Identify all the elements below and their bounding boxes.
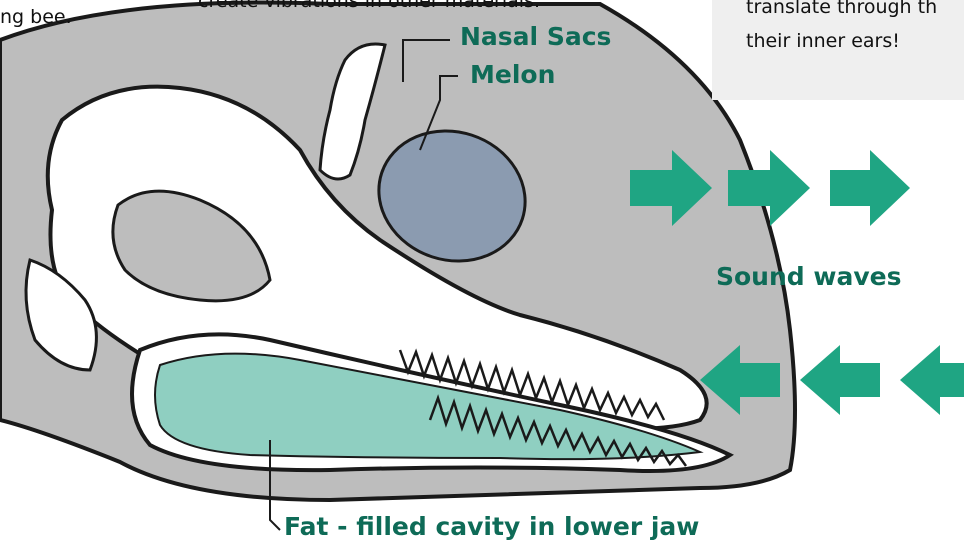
outgoing-sound-arrows (630, 150, 910, 226)
label-nasal-sacs: Nasal Sacs (460, 22, 611, 51)
label-fat-filled-cavity: Fat - filled cavity in lower jaw (284, 512, 699, 541)
returning-arrow-2 (800, 345, 880, 415)
outgoing-arrow-3 (830, 150, 910, 226)
callout-line-1: translate through th (746, 0, 937, 18)
label-melon: Melon (470, 60, 555, 89)
label-sound-waves: Sound waves (716, 262, 901, 291)
callout-line-2: their inner ears! (746, 30, 900, 52)
returning-arrow-3 (900, 345, 964, 415)
text-fragment-top-left: ng bee. (0, 6, 72, 28)
returning-sound-arrows (700, 345, 964, 415)
text-fragment-top-center: create vibrations in other materials. (198, 0, 540, 12)
